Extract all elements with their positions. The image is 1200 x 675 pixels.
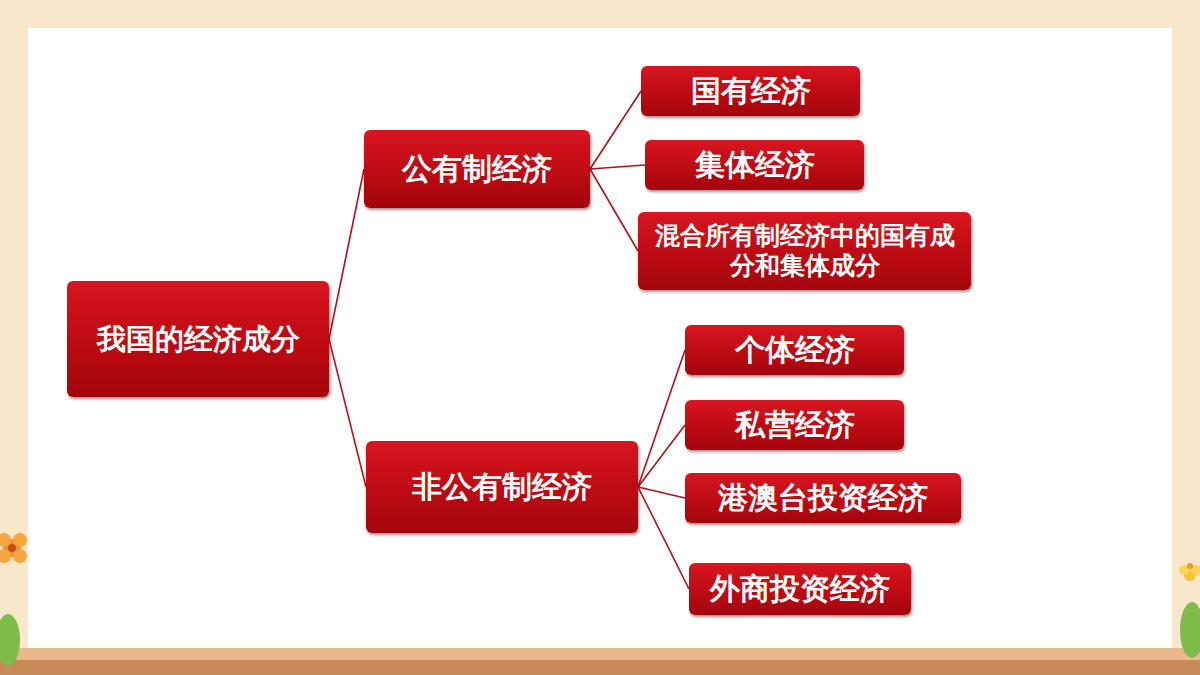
bottom-strip: [0, 660, 1200, 675]
node-label: 混合所有制经济中的国有成分和集体成分: [646, 221, 963, 281]
root-box: 我国的经济成分: [67, 281, 329, 397]
leaf-box: 混合所有制经济中的国有成分和集体成分: [638, 212, 971, 290]
leaf-box: 集体经济: [645, 140, 864, 190]
node-label: 集体经济: [695, 147, 815, 183]
node-label: 公有制经济: [402, 151, 552, 187]
tree-connector: [638, 350, 685, 487]
flower-right: [1179, 563, 1200, 658]
tree-connector: [638, 487, 685, 498]
flower-left: [0, 533, 27, 666]
node-label: 我国的经济成分: [97, 322, 300, 357]
leaf-box: 个体经济: [685, 325, 904, 375]
tree-connector: [329, 169, 364, 339]
tree-connector: [590, 91, 641, 169]
bottom-band: [0, 648, 1200, 675]
leaf-box: 外商投资经济: [689, 563, 911, 615]
leaf-box: 私营经济: [685, 400, 904, 450]
leaf-box: 国有经济: [641, 66, 860, 116]
node-label: 个体经济: [735, 332, 855, 368]
white-panel: [28, 28, 1172, 648]
tree-connector: [638, 425, 685, 487]
tree-connector: [590, 165, 645, 169]
node-label: 私营经济: [735, 407, 855, 443]
tree-connector: [638, 487, 689, 589]
category-box: 非公有制经济: [366, 441, 638, 533]
node-label: 非公有制经济: [412, 469, 592, 505]
tree-connector: [329, 339, 366, 487]
node-label: 外商投资经济: [710, 571, 890, 607]
node-label: 国有经济: [691, 73, 811, 109]
node-label: 港澳台投资经济: [718, 480, 928, 516]
leaf-box: 港澳台投资经济: [685, 473, 961, 523]
category-box: 公有制经济: [364, 130, 590, 208]
tree-connector: [590, 169, 638, 251]
